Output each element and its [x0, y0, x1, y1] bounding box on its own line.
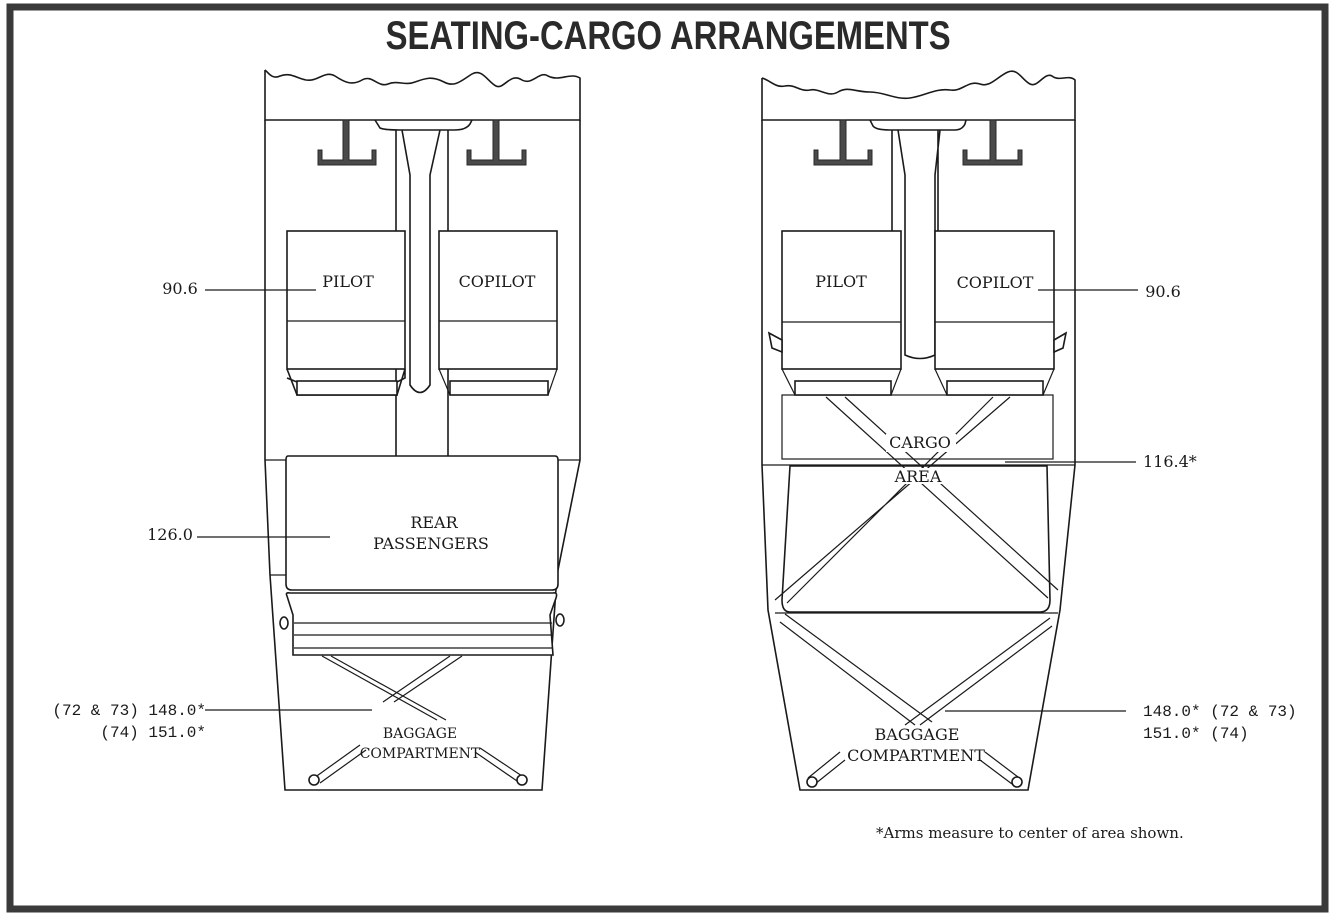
right-copilot-label: COPILOT	[957, 273, 1034, 292]
right-copilot-seat	[934, 230, 1068, 396]
right-cargo-diagram: PILOT COPILOT CARGO AREA BAGGAGE COMPART…	[761, 70, 1297, 791]
left-baggage-arm-74: (74) 151.0*	[100, 724, 206, 742]
right-baggage-label-2: COMPARTMENT	[847, 746, 985, 765]
right-baggage-arm-72-73: 148.0* (72 & 73)	[1143, 703, 1297, 721]
left-rudder-pedal-pilot	[317, 119, 377, 166]
right-cargo-label-2: AREA	[894, 467, 942, 486]
page-border	[6, 3, 1329, 913]
right-pilot-seat	[767, 230, 902, 396]
left-rudder-pedal-copilot	[466, 119, 527, 166]
right-cargo-label-1: CARGO	[889, 433, 951, 452]
left-copilot-label: COPILOT	[459, 272, 536, 291]
right-baggage-arm-74: 151.0* (74)	[1143, 725, 1249, 743]
left-baggage-label-2: COMPARTMENT	[360, 746, 481, 762]
right-cargo-floor	[781, 465, 1051, 613]
right-glareshield	[869, 119, 967, 131]
left-rear-label-2: PASSENGERS	[373, 534, 489, 553]
right-fuselage-outline	[761, 120, 1076, 791]
left-baggage-arm-72-73: (72 & 73) 148.0*	[52, 702, 206, 720]
left-baggage-label-1: BAGGAGE	[383, 726, 457, 742]
page-title: SEATING-CARGO ARRANGEMENTS	[385, 14, 951, 58]
left-rear-label-1: REAR	[410, 513, 458, 532]
left-seating-diagram: PILOT COPILOT REAR PASSENGERS BAGGAGE CO…	[52, 69, 581, 791]
footnote: *Arms measure to center of area shown.	[876, 824, 1184, 842]
left-baggage-straps	[308, 655, 528, 786]
left-fuselage-outline	[264, 120, 581, 791]
right-baggage-label-1: BAGGAGE	[875, 725, 960, 744]
right-copilot-arm: 90.6	[1145, 282, 1181, 301]
left-glareshield	[374, 119, 473, 131]
right-cargo-straps	[774, 396, 1059, 604]
right-pilot-label: PILOT	[815, 272, 867, 291]
left-copilot-seat	[438, 230, 558, 396]
right-fuselage-top-edge	[761, 70, 1076, 121]
left-pilot-arm: 90.6	[162, 279, 198, 298]
left-fuselage-top-edge	[264, 69, 581, 121]
left-pilot-seat	[286, 230, 406, 396]
right-rudder-pedal-copilot	[962, 119, 1023, 166]
right-rudder-pedal-pilot	[813, 119, 873, 166]
left-rear-bench	[279, 455, 565, 656]
right-cabin-floor-box	[781, 394, 1054, 460]
right-cargo-arm: 116.4*	[1143, 452, 1197, 471]
right-baggage-straps	[779, 613, 1053, 788]
left-rear-arm: 126.0	[147, 525, 193, 544]
left-pilot-label: PILOT	[322, 272, 374, 291]
